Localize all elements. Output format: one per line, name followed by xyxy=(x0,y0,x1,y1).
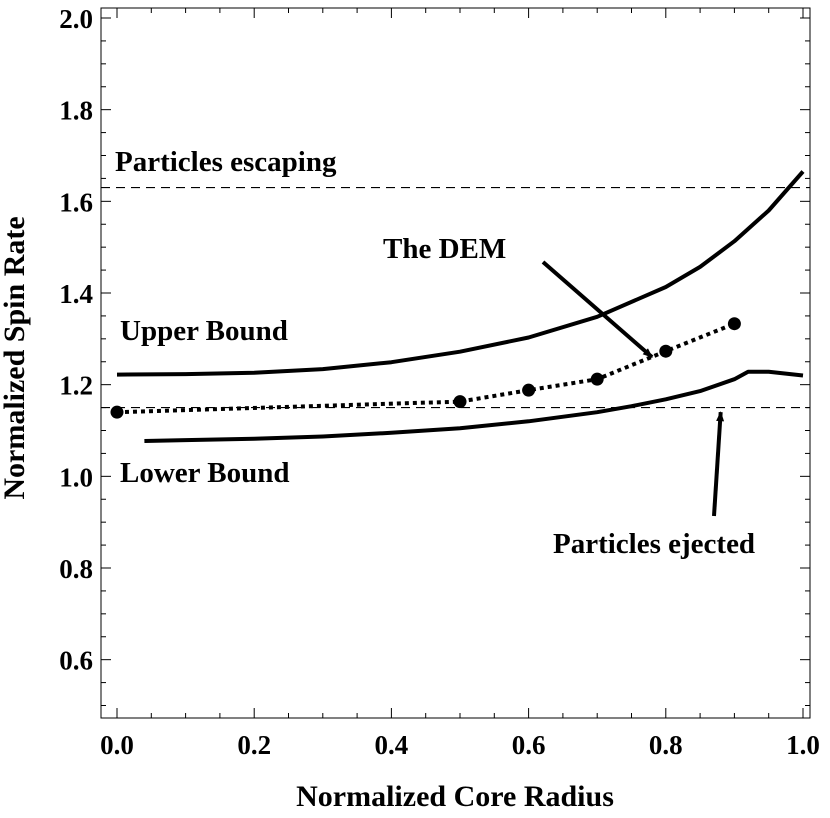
particles-ejected-arrow xyxy=(712,411,725,517)
y-tick-label: 1.6 xyxy=(59,187,93,217)
x-tick-label: 1.0 xyxy=(786,730,820,760)
the-dem-label: The DEM xyxy=(383,233,506,265)
upper-bound-line xyxy=(116,170,805,377)
lower-bound-line xyxy=(144,369,804,443)
arrows-layer xyxy=(541,260,725,517)
y-tick-label: 1.4 xyxy=(59,279,93,309)
x-tick-label: 0.4 xyxy=(375,730,409,760)
the-dem-line xyxy=(116,321,736,415)
particles-ejected-label: Particles ejected xyxy=(553,528,755,560)
y-tick-label: 1.2 xyxy=(59,371,93,401)
y-axis-title: Normalized Spin Rate xyxy=(0,216,31,499)
the-dem-point xyxy=(110,405,124,419)
y-tick-label: 0.8 xyxy=(59,554,93,584)
y-tick-label: 2.0 xyxy=(59,4,93,34)
the-dem-point xyxy=(590,372,604,386)
plot-frame xyxy=(100,7,811,719)
ticks-layer xyxy=(101,8,810,718)
the-dem-point xyxy=(727,317,741,331)
x-tick-label: 0.0 xyxy=(100,730,134,760)
plot-border xyxy=(100,7,811,719)
upper-bound-label: Upper Bound xyxy=(120,315,288,347)
x-tick-label: 0.6 xyxy=(512,730,546,760)
the-dem-point xyxy=(522,383,536,397)
the-dem-point xyxy=(453,395,467,409)
series-layer xyxy=(110,170,805,443)
particles-escaping-label: Particles escaping xyxy=(115,146,337,178)
reference-lines xyxy=(101,186,810,409)
tick-labels-layer: 0.0 0.2 0.4 0.6 0.8 1.0 0.6 0.8 1.0 1.2 1.4 1.6 1.8 2… xyxy=(59,4,820,760)
x-tick-label: 0.8 xyxy=(649,730,683,760)
y-tick-label: 1.8 xyxy=(59,96,93,126)
the-dem-point xyxy=(659,344,673,358)
y-tick-label: 1.0 xyxy=(59,462,93,492)
x-tick-label: 0.2 xyxy=(237,730,271,760)
the-dem-arrow xyxy=(541,260,654,359)
x-axis-title: Normalized Core Radius xyxy=(296,780,614,813)
y-tick-label: 0.6 xyxy=(59,646,93,676)
lower-bound-label: Lower Bound xyxy=(120,457,289,489)
